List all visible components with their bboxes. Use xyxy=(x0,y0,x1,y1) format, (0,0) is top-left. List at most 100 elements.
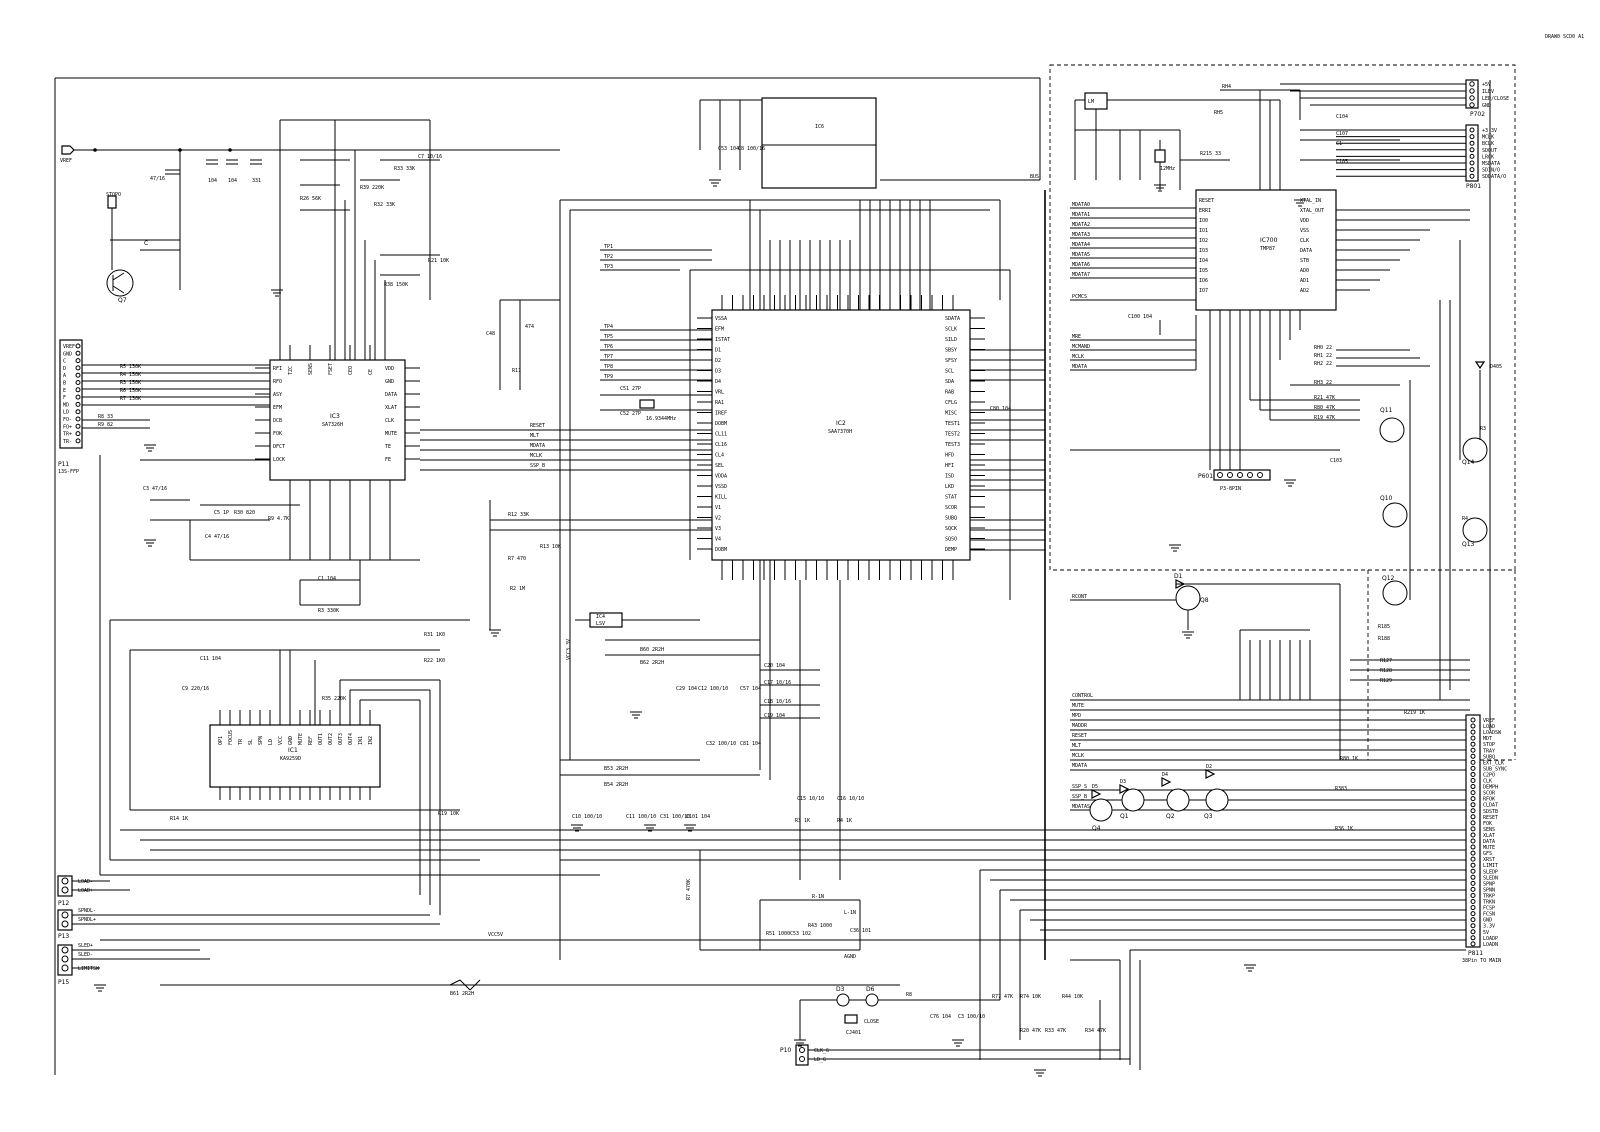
svg-text:MCLK: MCLK xyxy=(1072,354,1084,360)
svg-text:P12: P12 xyxy=(58,900,69,907)
svg-text:C31 100/10: C31 100/10 xyxy=(660,814,690,820)
svg-text:R7 130K: R7 130K xyxy=(120,396,141,402)
ic1-pin-label: OP1 xyxy=(218,736,224,745)
ic3-pin-label: GND xyxy=(385,379,394,385)
svg-text:MDATA3: MDATA3 xyxy=(1072,232,1090,238)
p811-pin-label: SLEDN xyxy=(1483,875,1498,881)
p811-pin-label: LOADSW xyxy=(1483,730,1502,736)
connector-p702: +5V ILEV LED/CLOSE GND P702 xyxy=(1280,79,1509,118)
svg-text:R4: R4 xyxy=(1462,516,1468,522)
ic1-pin-label: OUT1 xyxy=(318,733,324,745)
svg-text:C48: C48 xyxy=(486,331,495,337)
ic2-pin-label: KILL xyxy=(715,495,727,501)
connector-pin xyxy=(1470,814,1476,820)
ic3-pin-label: LOCK xyxy=(273,457,285,463)
svg-text:R4 1K: R4 1K xyxy=(837,818,852,824)
p811-pin-label: C2PO xyxy=(1483,772,1495,778)
ic700-pin-label: IO2 xyxy=(1199,238,1208,244)
ic2-pin-label: VRL xyxy=(715,390,724,396)
p11-pin-label: E xyxy=(63,388,66,394)
svg-text:R3: R3 xyxy=(1480,426,1486,432)
svg-text:R22 1K0: R22 1K0 xyxy=(424,658,445,664)
svg-text:R12 33K: R12 33K xyxy=(508,512,529,518)
svg-text:R21 10K: R21 10K xyxy=(428,258,449,264)
connector-pin xyxy=(1470,759,1476,765)
connector-pin xyxy=(1470,753,1476,759)
p811-pin-label: TRKN xyxy=(1483,900,1495,906)
connector-pin xyxy=(1470,862,1476,868)
svg-text:R80 47K: R80 47K xyxy=(1314,405,1335,411)
connector-pin xyxy=(75,372,81,378)
svg-text:MCLK: MCLK xyxy=(530,453,542,459)
connector-pin xyxy=(1470,802,1476,808)
ic2-pin-label: SCOR xyxy=(945,505,958,511)
svg-text:R185: R185 xyxy=(1378,624,1390,630)
ic700-pin-label: IO5 xyxy=(1199,268,1208,274)
ic2-pin-label: VSSD xyxy=(715,484,727,490)
connector-pin xyxy=(1470,784,1476,790)
svg-text:C1: C1 xyxy=(1336,141,1342,147)
ic2-pin-label: IREF xyxy=(715,411,727,417)
p11-pin-label: TR- xyxy=(63,439,72,445)
ic3-pin-label: CEO xyxy=(348,366,354,375)
ic1-pin-label: OUT2 xyxy=(328,733,334,745)
connector-pin xyxy=(1470,929,1476,935)
svg-text:MDATAS: MDATAS xyxy=(1072,804,1090,810)
ic3-input-resistors: R5 130K R4 150K R3 150K R6 150K R7 130K … xyxy=(82,364,270,429)
svg-text:C12 100/10: C12 100/10 xyxy=(698,686,728,692)
ic2-pin-label: SBSY xyxy=(945,348,957,354)
ic1-pin-label: REF xyxy=(308,736,314,745)
ic2-pin-label: SFSY xyxy=(945,358,957,364)
ic700-pin-label: IO6 xyxy=(1199,278,1208,284)
ic2-pin-label: D3 xyxy=(715,369,721,375)
ic700-pin-label: XTAL_OUT xyxy=(1300,208,1324,214)
svg-text:C3 100/10: C3 100/10 xyxy=(958,1014,985,1020)
svg-text:RH0 22: RH0 22 xyxy=(1314,345,1332,351)
ic700-network: MDATA0 MDATA1 MDATA2 MDATA3 MDATA4 MDATA… xyxy=(1070,84,1470,470)
p811-pin-label: FCSN xyxy=(1483,912,1495,918)
ic700-pin-label: VSS xyxy=(1300,228,1309,234)
svg-text:MDATA1: MDATA1 xyxy=(1072,212,1090,218)
svg-text:R4 150K: R4 150K xyxy=(120,372,141,378)
p811-pin-label: LOADP xyxy=(1483,936,1498,942)
p811-pin-label: SUB_SYNC xyxy=(1483,766,1507,772)
ic1-pin-label: LD xyxy=(268,739,274,745)
connector-pin xyxy=(75,416,81,422)
svg-text:SSP_B: SSP_B xyxy=(1072,794,1087,800)
connector-pin xyxy=(1470,838,1476,844)
p11-pin-label: LD xyxy=(63,410,69,416)
p811-pin-label: MDT xyxy=(1483,736,1492,742)
svg-text:MDATA5: MDATA5 xyxy=(1072,252,1090,258)
svg-text:R6 150K: R6 150K xyxy=(120,388,141,394)
svg-text:P11: P11 xyxy=(58,461,69,468)
svg-text:C81 104: C81 104 xyxy=(740,741,761,747)
svg-text:C15 10/10: C15 10/10 xyxy=(797,796,824,802)
svg-text:R20 47K: R20 47K xyxy=(1020,1028,1041,1034)
ic1-pin-label: TR xyxy=(238,738,244,745)
ic2-pin-label: D2 xyxy=(715,358,721,364)
ic2-pin-label: TEST1 xyxy=(945,421,960,427)
ic2-pin-label: SCL xyxy=(945,369,954,375)
top-connector-chip: IC6 C53 104 C8 100/16 BUS xyxy=(699,97,1040,310)
svg-text:R31 1K0: R31 1K0 xyxy=(424,632,445,638)
svg-text:C36 101: C36 101 xyxy=(850,928,871,934)
connector-p811: VREFLOADLOADSWMDTSTOPTRAYSUBQEXT_CLKSUB_… xyxy=(1462,714,1507,964)
svg-text:TP1: TP1 xyxy=(604,244,613,250)
svg-text:R39 220K: R39 220K xyxy=(360,185,384,191)
svg-text:Q8: Q8 xyxy=(1200,597,1209,604)
ic3-pin-label: FSET xyxy=(328,363,334,375)
svg-text:R26 56K: R26 56K xyxy=(300,196,321,202)
svg-text:R129: R129 xyxy=(1380,678,1392,684)
svg-text:C9 220/16: C9 220/16 xyxy=(182,686,209,692)
svg-text:RH2 22: RH2 22 xyxy=(1314,361,1332,367)
ic2-pin-label: SQSO xyxy=(945,537,957,543)
svg-text:R35 220K: R35 220K xyxy=(322,696,346,702)
svg-text:LSV: LSV xyxy=(596,621,605,627)
svg-text:TP7: TP7 xyxy=(604,354,613,360)
connector-pin xyxy=(1470,911,1476,917)
svg-text:R44 10K: R44 10K xyxy=(1062,994,1083,1000)
p11-pin-label: FO- xyxy=(63,417,72,423)
connector-pin xyxy=(1469,167,1475,173)
ic3-feedback-network: R33 33K C7 10/16 R39 220K R32 33K R38 15… xyxy=(279,119,449,360)
